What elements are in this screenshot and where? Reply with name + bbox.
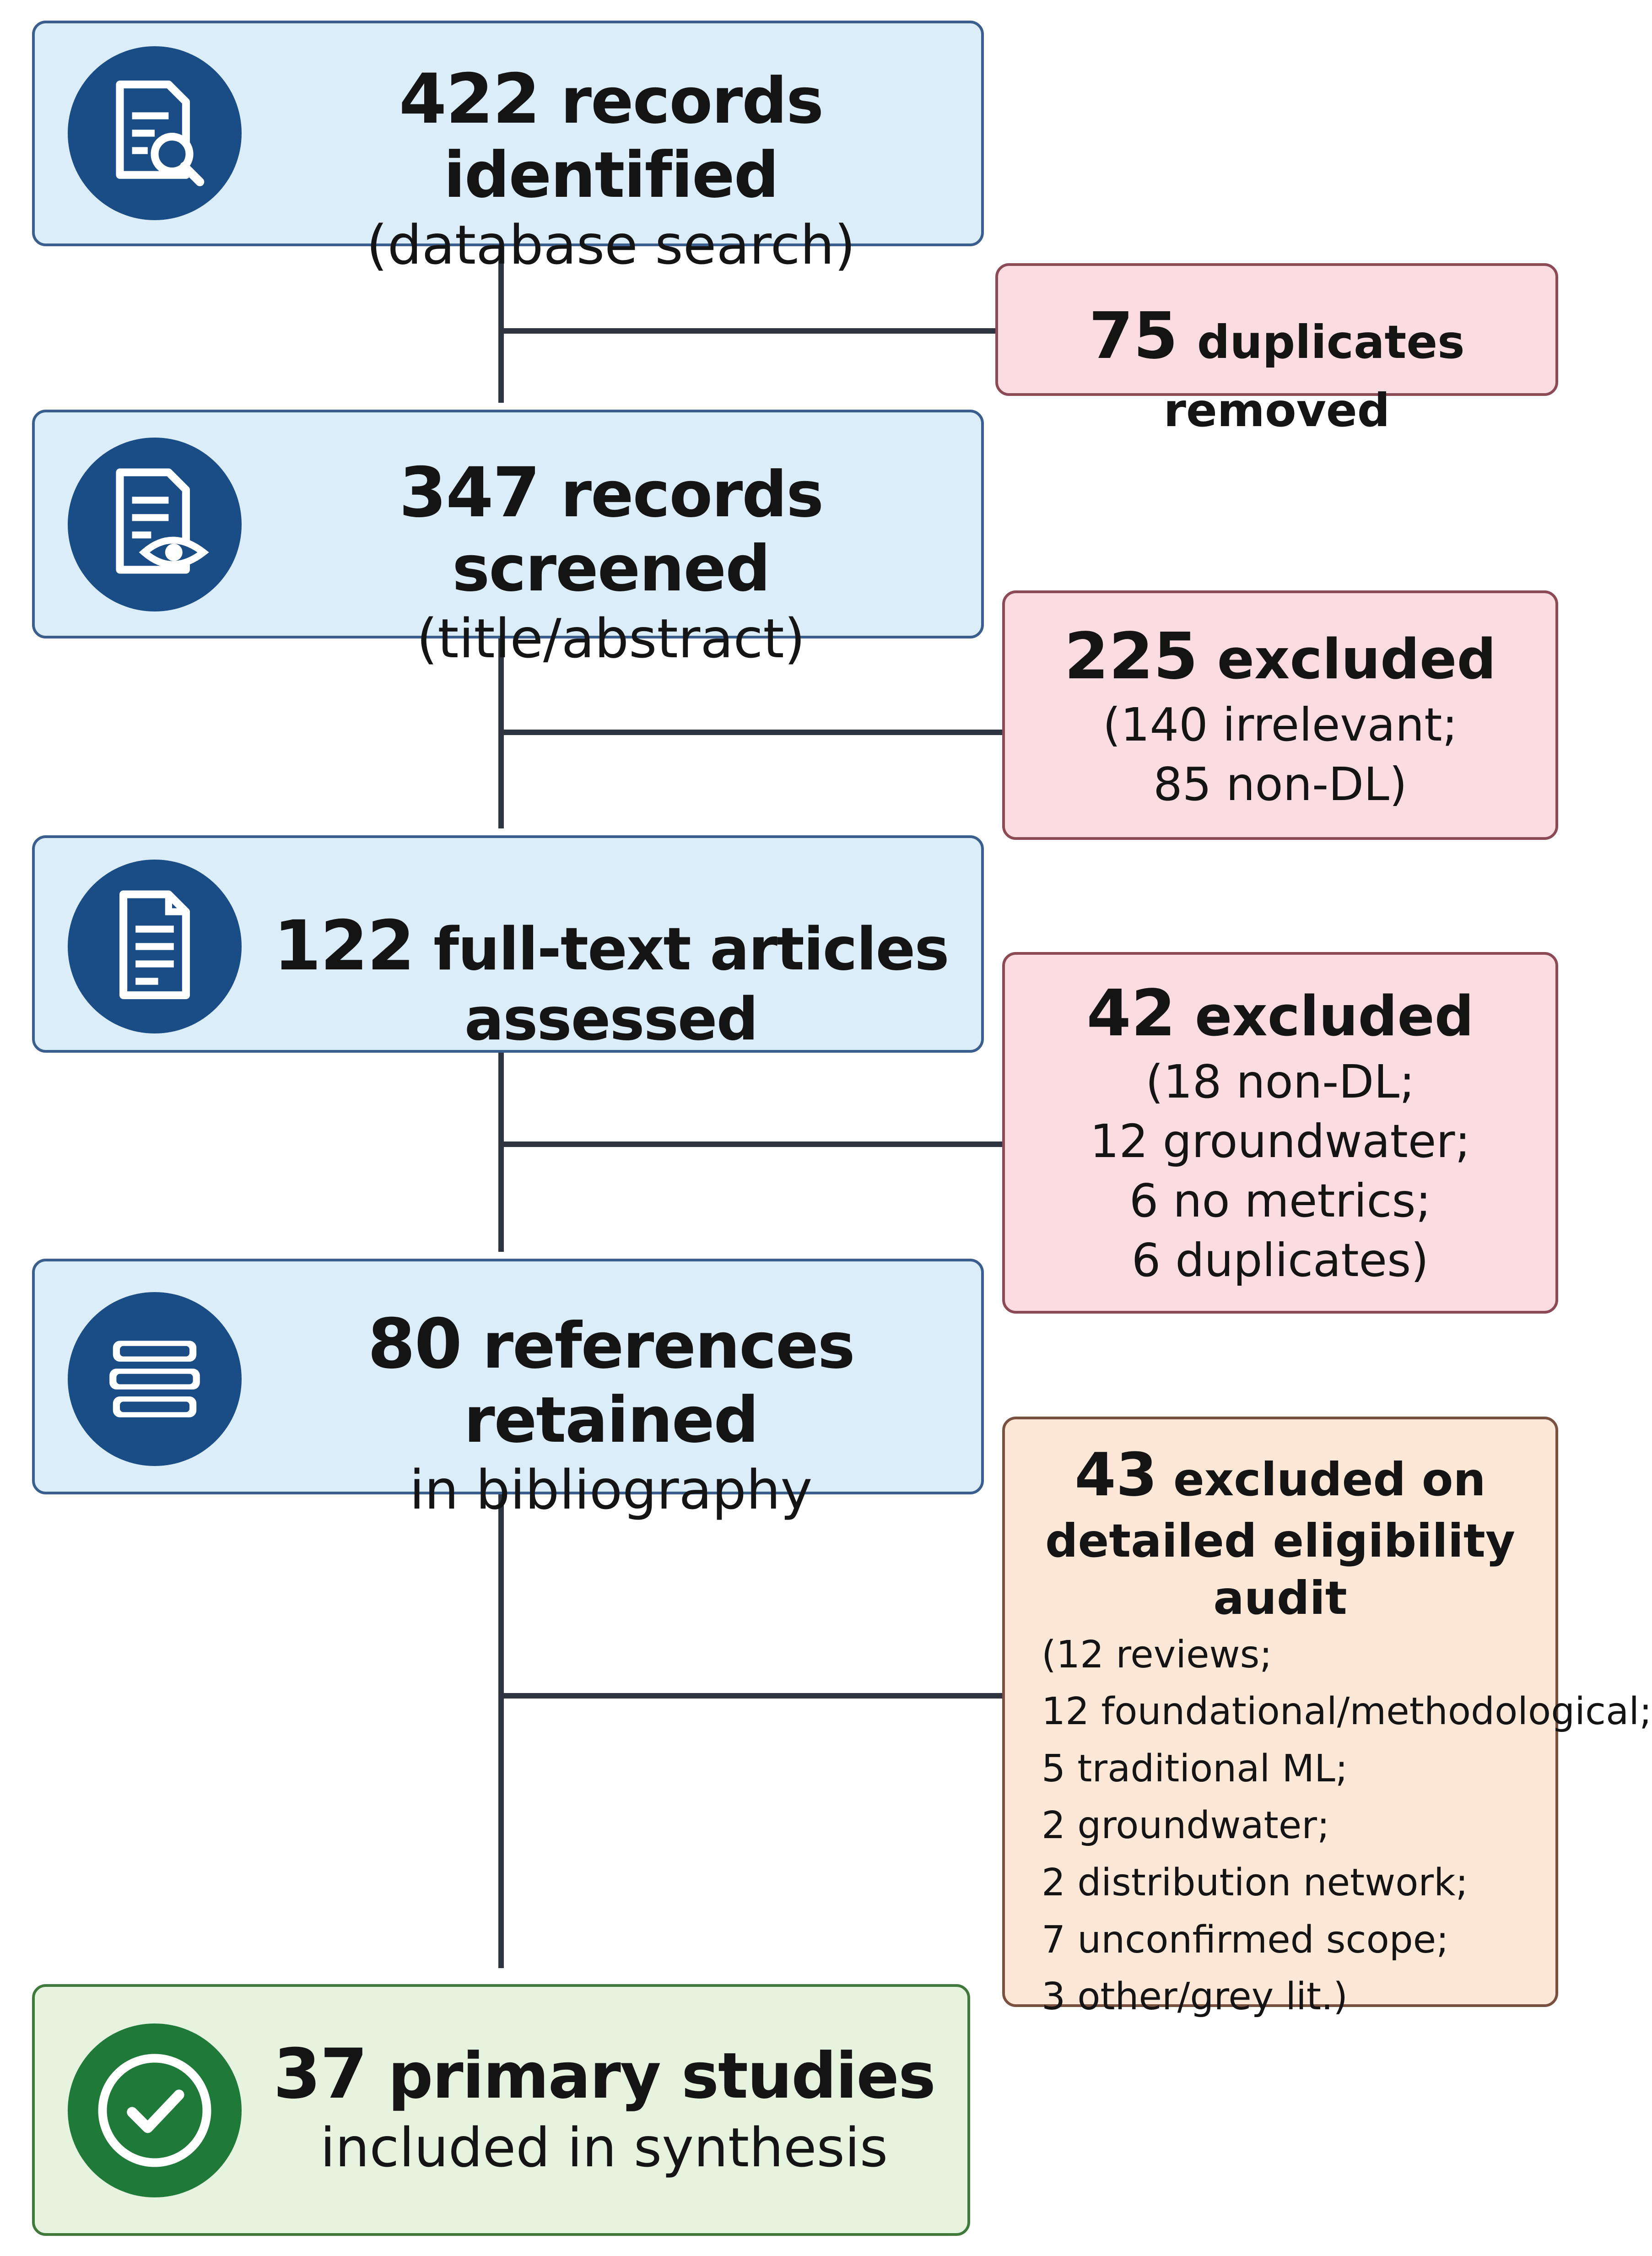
audit-excluded-detail: 5 traditional ML; — [1042, 1747, 1348, 1791]
full-text-excluded-detail: 12 groundwater; — [1090, 1114, 1471, 1168]
references-retained-title: references retained — [464, 1309, 855, 1457]
audit-excluded-detail: 12 foundational/methodological; — [1042, 1690, 1652, 1734]
audit-excluded-detail: 2 distribution network; — [1042, 1861, 1468, 1904]
duplicates-removed-label: duplicates removed — [1163, 315, 1465, 437]
references-retained-box: 80 references retained in bibliography — [32, 1259, 984, 1521]
references-retained-text: 80 references retained in bibliography — [254, 1305, 967, 1524]
full-text-excluded-detail: 6 no metrics; — [1129, 1174, 1431, 1228]
full-text-exclusions-box: 42 excluded (18 non-DL; 12 groundwater; … — [1002, 952, 1558, 1314]
full-text-assessed-title: full-text articles assessed — [433, 915, 949, 1054]
full-text-excluded-label: excluded — [1194, 985, 1474, 1049]
screening-excluded-count: 225 — [1064, 619, 1198, 694]
screening-excluded-detail: (140 irrelevant; — [1102, 698, 1458, 752]
full-text-excluded-detail: (18 non-DL; — [1145, 1055, 1415, 1109]
audit-excluded-detail: 2 groundwater; — [1042, 1804, 1330, 1848]
primary-studies-subtitle: included in synthesis — [320, 2115, 888, 2179]
books-icon — [68, 1292, 242, 1466]
full-text-assessed-count: 122 — [273, 906, 415, 986]
audit-excluded-count: 43 — [1074, 1440, 1158, 1509]
records-identified-subtitle: (database search) — [366, 213, 856, 277]
records-identified-count: 422 — [399, 60, 540, 139]
screening-excluded-label: excluded — [1217, 628, 1496, 692]
records-screened-subtitle: (title/abstract) — [416, 607, 805, 671]
full-text-assessed-box: 122 full-text articles assessed — [32, 835, 984, 1053]
full-text-excluded-count: 42 — [1086, 976, 1176, 1051]
primary-studies-text: 37 primary studies included in synthesis — [254, 2035, 954, 2181]
flow-connectors — [498, 246, 1003, 1969]
document-icon — [68, 860, 242, 1033]
records-screened-text: 347 records screened (title/abstract) — [254, 454, 967, 673]
records-identified-title: records identified — [443, 64, 824, 212]
duplicates-removed-box: 75 duplicates removed — [995, 263, 1558, 437]
records-screened-count: 347 — [399, 453, 540, 533]
audit-excluded-detail: 7 unconfirmed scope; — [1042, 1918, 1449, 1962]
screening-exclusions-box: 225 excluded (140 irrelevant; 85 non-DL) — [1002, 590, 1558, 840]
full-text-excluded-detail: 6 duplicates) — [1131, 1233, 1429, 1287]
checkmark-icon — [68, 2023, 242, 2197]
audit-excluded-label-2: detailed eligibility audit — [1045, 1514, 1516, 1625]
screening-excluded-detail: 85 non-DL) — [1153, 757, 1407, 811]
references-retained-subtitle: in bibliography — [409, 1458, 813, 1522]
primary-studies-title: primary studies — [388, 2039, 936, 2113]
records-screened-box: 347 records screened (title/abstract) — [32, 410, 984, 670]
document-eye-icon — [68, 438, 242, 611]
primary-studies-box: 37 primary studies included in synthesis — [32, 1984, 970, 2236]
records-identified-box: 422 records identified (database search) — [32, 21, 984, 276]
references-retained-count: 80 — [367, 1304, 462, 1384]
audit-excluded-detail: (12 reviews; — [1042, 1633, 1272, 1677]
full-text-assessed-text: 122 full-text articles assessed — [254, 907, 967, 1053]
duplicates-removed-count: 75 — [1089, 299, 1178, 373]
audit-excluded-detail: 3 other/grey lit.) — [1042, 1975, 1348, 2019]
audit-excluded-label: excluded on — [1173, 1453, 1486, 1506]
records-identified-text: 422 records identified (database search) — [254, 60, 967, 279]
eligibility-audit-box: 43 excluded on detailed eligibility audi… — [1002, 1417, 1652, 2018]
document-search-icon — [68, 46, 242, 220]
records-screened-title: records screened — [452, 458, 824, 606]
primary-studies-count: 37 — [273, 2034, 368, 2114]
